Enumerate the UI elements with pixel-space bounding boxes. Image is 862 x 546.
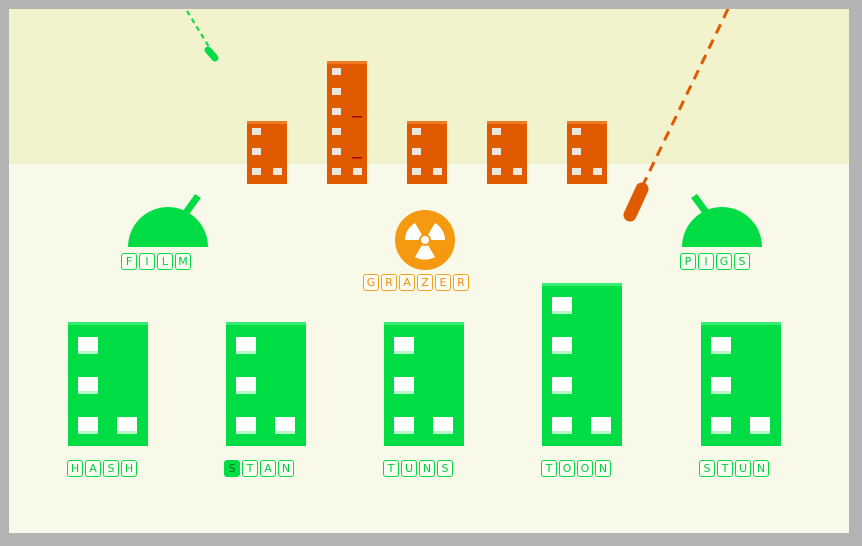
letter-tile: R bbox=[453, 274, 469, 291]
city-building bbox=[542, 283, 622, 446]
city-word[interactable]: T O O N bbox=[541, 460, 611, 477]
letter-tile: R bbox=[381, 274, 397, 291]
letter-tile: H bbox=[67, 460, 83, 477]
letter-tile: S bbox=[734, 253, 750, 270]
letter-tile: A bbox=[85, 460, 101, 477]
radiation-icon bbox=[395, 210, 455, 270]
letter-tile: T bbox=[541, 460, 557, 477]
letter-tile: F bbox=[121, 253, 137, 270]
enemy-building bbox=[247, 121, 287, 184]
letter-tile-typed: S bbox=[224, 460, 240, 477]
city-building bbox=[701, 322, 781, 446]
letter-tile: T bbox=[717, 460, 733, 477]
player-missile bbox=[186, 10, 219, 62]
letter-tile: U bbox=[401, 460, 417, 477]
turret-word-right[interactable]: P I G S bbox=[680, 253, 750, 270]
game-stage[interactable]: F I L M P I G S G R A Z E R H A S H S T … bbox=[9, 9, 849, 533]
letter-tile: I bbox=[139, 253, 155, 270]
enemy-building bbox=[487, 121, 527, 184]
enemy-building bbox=[327, 61, 367, 184]
letter-tile: A bbox=[399, 274, 415, 291]
letter-tile: G bbox=[363, 274, 379, 291]
letter-tile: E bbox=[435, 274, 451, 291]
letter-tile: P bbox=[680, 253, 696, 270]
letter-tile: T bbox=[383, 460, 399, 477]
game-graphics bbox=[68, 9, 781, 446]
letter-tile: T bbox=[242, 460, 258, 477]
letter-tile: O bbox=[577, 460, 593, 477]
letter-tile: S bbox=[437, 460, 453, 477]
letter-tile: G bbox=[716, 253, 732, 270]
letter-tile: N bbox=[419, 460, 435, 477]
bomb-word[interactable]: G R A Z E R bbox=[363, 274, 469, 291]
letter-tile: Z bbox=[417, 274, 433, 291]
letter-tile: I bbox=[698, 253, 714, 270]
city-word[interactable]: S T U N bbox=[699, 460, 769, 477]
enemy-missile bbox=[623, 9, 730, 222]
letter-tile: N bbox=[753, 460, 769, 477]
letter-tile: N bbox=[595, 460, 611, 477]
letter-tile: S bbox=[699, 460, 715, 477]
letter-tile: M bbox=[175, 253, 191, 270]
letter-tile: O bbox=[559, 460, 575, 477]
city-building bbox=[68, 322, 148, 446]
turret-word-left[interactable]: F I L M bbox=[121, 253, 191, 270]
letter-tile: A bbox=[260, 460, 276, 477]
city-word[interactable]: T U N S bbox=[383, 460, 453, 477]
enemy-building bbox=[407, 121, 447, 184]
turret-right bbox=[682, 193, 762, 247]
city-word[interactable]: H A S H bbox=[67, 460, 137, 477]
enemy-building bbox=[567, 121, 607, 184]
city-building bbox=[384, 322, 464, 446]
letter-tile: U bbox=[735, 460, 751, 477]
letter-tile: H bbox=[121, 460, 137, 477]
city-word[interactable]: S T A N bbox=[224, 460, 294, 477]
turret-left bbox=[128, 193, 208, 247]
letter-tile: N bbox=[278, 460, 294, 477]
letter-tile: L bbox=[157, 253, 173, 270]
letter-tile: S bbox=[103, 460, 119, 477]
city-building bbox=[226, 322, 306, 446]
